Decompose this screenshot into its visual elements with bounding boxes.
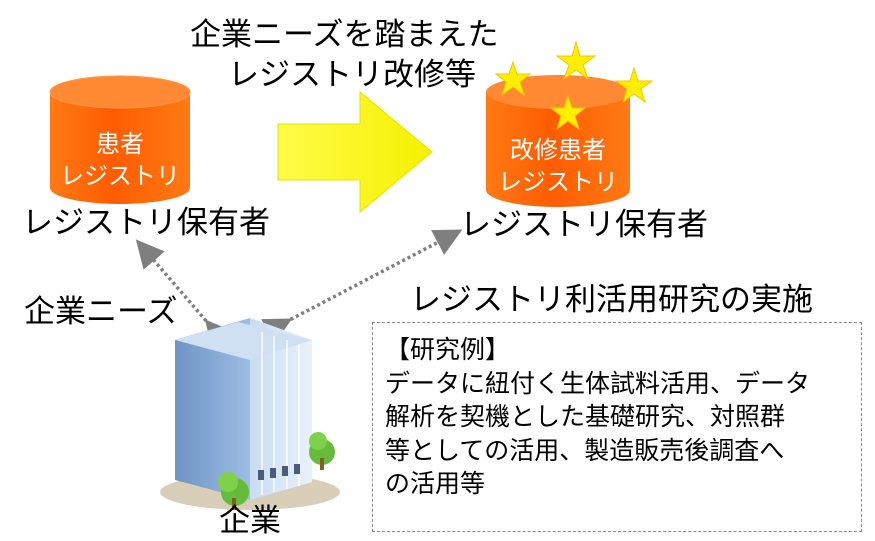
registry-left-label: 患者 レジストリ: [50, 128, 190, 193]
registry-right-label-line2: レジストリ: [498, 168, 618, 197]
holder-right-label: レジストリ保有者: [460, 207, 708, 243]
star-icons: [494, 40, 654, 131]
dotted-link-right: [261, 229, 463, 344]
example-line-4: の活用等: [385, 469, 486, 498]
star-icon: [549, 94, 587, 131]
company-building-icon: [160, 318, 340, 510]
holder-left-label: レジストリ保有者: [22, 205, 270, 241]
star-icon: [614, 66, 654, 104]
example-line-1: データに紐付く生体試料活用、データ: [385, 368, 811, 398]
registry-left-label-line2: レジストリ: [60, 162, 180, 191]
yellow-transform-arrow: [277, 90, 433, 214]
research-title: レジストリ利活用研究の実施: [410, 282, 813, 318]
registry-right-label-line1: 改修患者: [510, 136, 606, 164]
example-line-2: 解析を契機とした基礎研究、対照群: [385, 402, 786, 431]
registry-cylinder-right: [486, 75, 630, 207]
company-label: 企業: [219, 503, 281, 539]
company-needs-label: 企業ニーズ: [24, 294, 178, 330]
title-line-1: 企業ニーズを踏まえた: [190, 17, 499, 53]
research-example-box: 【研究例】 データに紐付く生体試料活用、データ 解析を契機とした基礎研究、対照群…: [372, 322, 862, 532]
star-icon: [494, 60, 532, 97]
example-line-3: 等としての活用、製造販売後調査へ: [385, 435, 785, 465]
title-line-2: レジストリ改修等: [228, 57, 476, 93]
registry-cylinder-left: [49, 75, 191, 204]
star-icon: [555, 40, 597, 81]
example-heading: 【研究例】: [385, 335, 511, 364]
registry-left-label-line1: 患者: [96, 130, 144, 158]
registry-right-label: 改修患者 レジストリ: [486, 134, 630, 199]
